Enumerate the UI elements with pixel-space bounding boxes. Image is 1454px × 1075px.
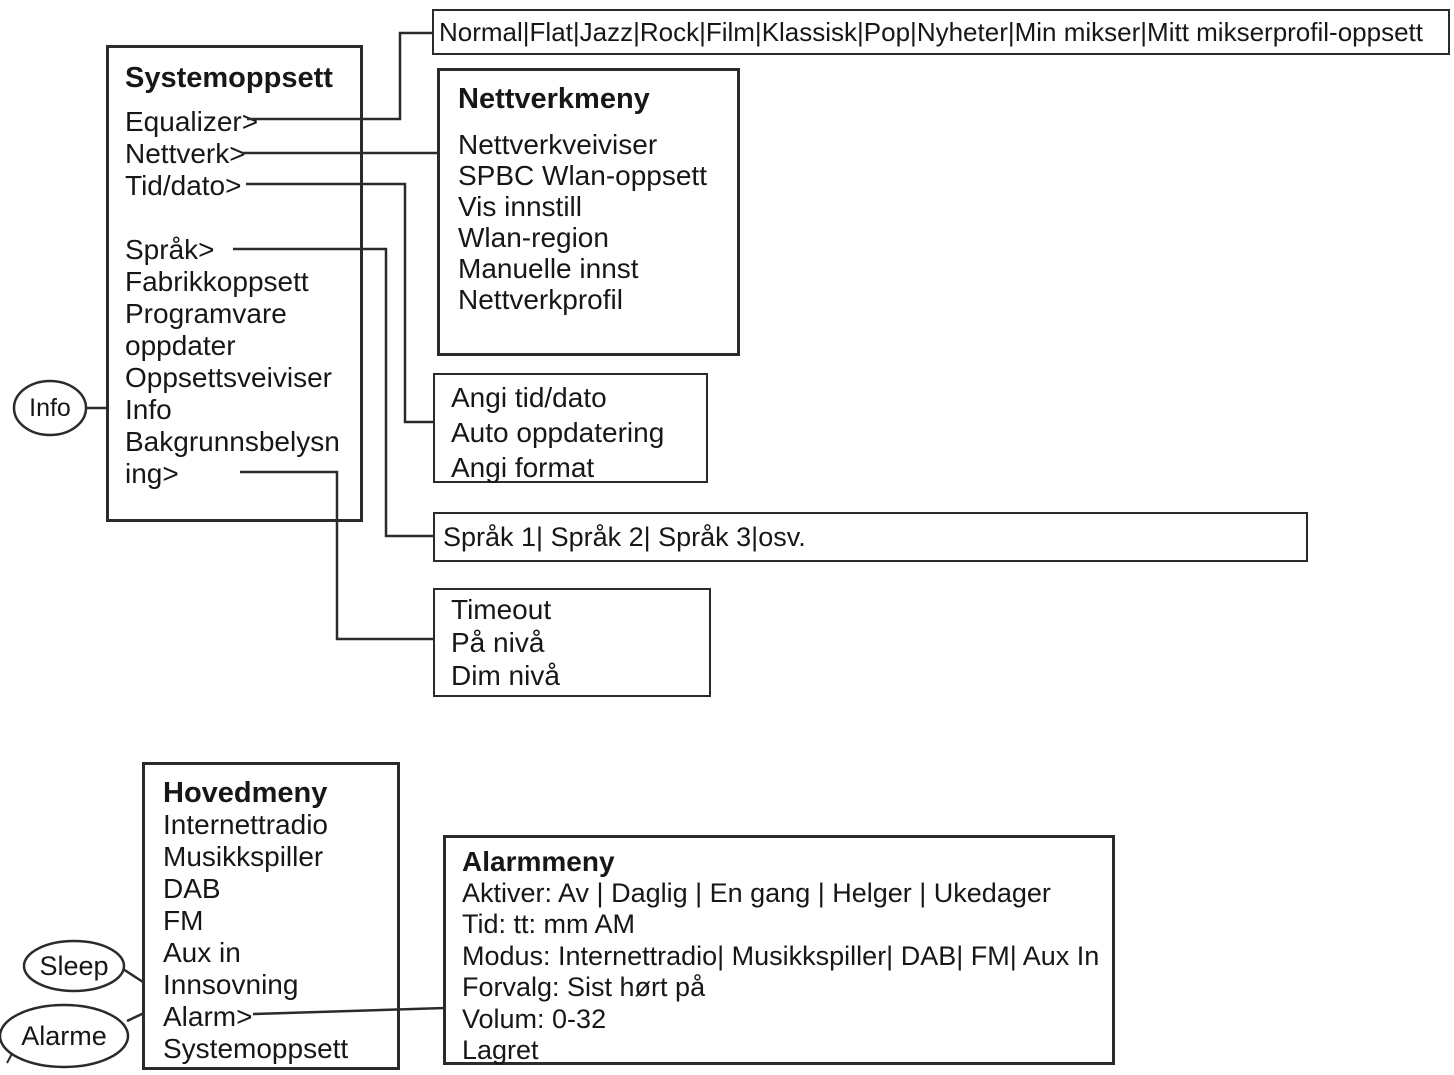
menu-item-nettverkprofil: Nettverkprofil xyxy=(458,284,623,315)
menu-item-fabrikkoppsett: Fabrikkoppsett xyxy=(125,266,309,297)
menu-item-bakgrunnsbelysning-line1: Bakgrunnsbelysn xyxy=(125,426,340,457)
alarm-line-volum: Volum: 0-32 xyxy=(462,1003,607,1034)
menu-item-programvare-oppdater-line1: Programvare xyxy=(125,298,287,329)
bakgrunnsbelysning-meny-box: Timeout På nivå Dim nivå xyxy=(433,588,711,697)
menu-item-info: Info xyxy=(125,394,172,425)
menu-item-alarm: Alarm> xyxy=(163,1001,253,1032)
sprak-meny-text: Språk 1| Språk 2| Språk 3|osv. xyxy=(443,521,806,552)
menu-item-angi-tid-dato: Angi tid/dato xyxy=(451,382,607,413)
sprak-meny-bar: Språk 1| Språk 2| Språk 3|osv. xyxy=(433,512,1308,562)
menu-item-manuelle-innst: Manuelle innst xyxy=(458,253,639,284)
menu-item-tid-dato: Tid/dato> xyxy=(125,170,242,201)
menu-item-nettverkveiviser: Nettverkveiviser xyxy=(458,129,658,160)
menu-item-wlan-region: Wlan-region xyxy=(458,222,609,253)
menu-item-programvare-oppdater-line2: oppdater xyxy=(125,330,236,361)
nettverkmeny-title: Nettverkmeny xyxy=(458,83,650,115)
menu-item-bakgrunnsbelysning-line2: ing> xyxy=(125,458,179,489)
menu-item-internettradio: Internettradio xyxy=(163,809,328,840)
connector-sleep-callout xyxy=(122,967,144,984)
menu-item-equalizer: Equalizer> xyxy=(125,106,259,137)
menu-item-oppsettsveiviser: Oppsettsveiviser xyxy=(125,362,332,393)
alarm-line-lagret: Lagret xyxy=(462,1035,539,1065)
tid-dato-meny-box: Angi tid/dato Auto oppdatering Angi form… xyxy=(433,373,708,483)
nettverkmeny-box: Nettverkmeny Nettverkveiviser SPBC Wlan-… xyxy=(437,68,740,356)
alarmmeny-box: Alarmmeny Aktiver: Av | Daglig | En gang… xyxy=(443,835,1115,1065)
menu-item-sprak: Språk> xyxy=(125,234,215,265)
alarm-line-tid: Tid: tt: mm AM xyxy=(462,909,636,939)
menu-item-nettverk: Nettverk> xyxy=(125,138,246,169)
menu-item-dab: DAB xyxy=(163,873,221,904)
sleep-callout-label: Sleep xyxy=(39,951,109,981)
systemoppsett-menu-box: Systemoppsett Equalizer> Nettverk> Tid/d… xyxy=(106,45,363,522)
menu-item-systemoppsett: Systemoppsett xyxy=(163,1033,349,1064)
menu-item-dim-niva: Dim nivå xyxy=(451,660,560,691)
menu-item-pa-niva: På nivå xyxy=(451,627,545,658)
equalizer-presets-bar: Normal|Flat|Jazz|Rock|Film|Klassisk|Pop|… xyxy=(432,9,1450,55)
menu-item-vis-innstill: Vis innstill xyxy=(458,191,582,222)
alarm-line-aktiver: Aktiver: Av | Daglig | En gang | Helger … xyxy=(462,877,1051,908)
systemoppsett-title: Systemoppsett xyxy=(125,62,333,94)
alarm-line-modus: Modus: Internettradio| Musikkspiller| DA… xyxy=(462,940,1100,971)
menu-item-auto-oppdatering: Auto oppdatering xyxy=(451,417,665,448)
menu-item-angi-format: Angi format xyxy=(451,452,595,483)
hovedmeny-box: Hovedmeny Internettradio Musikkspiller D… xyxy=(142,762,400,1070)
alarme-callout-label: Alarme xyxy=(21,1021,107,1051)
equalizer-presets-text: Normal|Flat|Jazz|Rock|Film|Klassisk|Pop|… xyxy=(439,16,1423,47)
menu-item-spbc-wlan-oppsett: SPBC Wlan-oppsett xyxy=(458,160,707,191)
alarmmeny-title: Alarmmeny xyxy=(462,846,615,877)
menu-item-innsovning: Innsovning xyxy=(163,969,299,1000)
menu-item-timeout: Timeout xyxy=(451,594,552,625)
alarm-line-forvalg: Forvalg: Sist hørt på xyxy=(462,972,706,1002)
hovedmeny-title: Hovedmeny xyxy=(163,777,328,809)
menu-item-musikkspiller: Musikkspiller xyxy=(163,841,324,872)
menu-item-aux-in: Aux in xyxy=(163,937,241,968)
info-callout-label: Info xyxy=(29,394,71,422)
menu-item-fm: FM xyxy=(163,905,204,936)
menu-gap-spacer xyxy=(125,202,356,234)
